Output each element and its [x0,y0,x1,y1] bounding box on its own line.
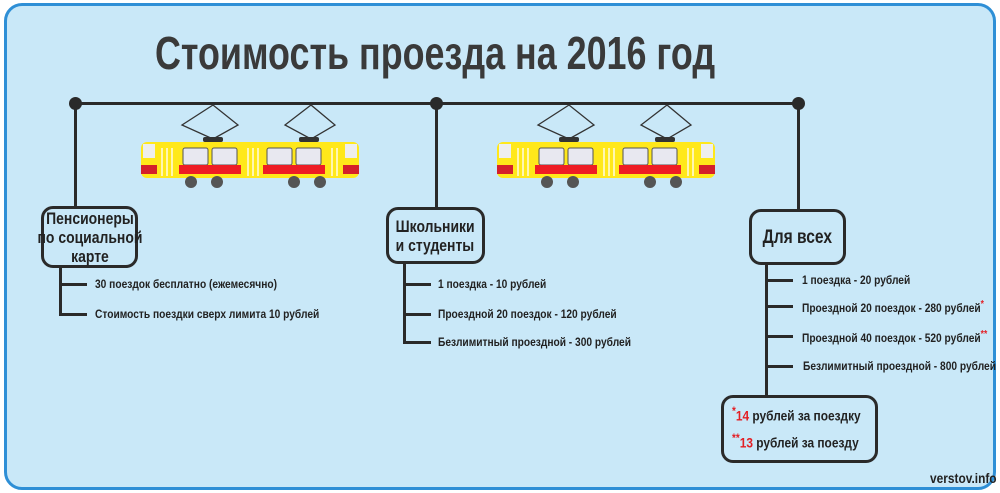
list-item: Проездной 20 поездок - 120 рублей [438,307,617,321]
list-item: Стоимость поездки сверх лимита 10 рублей [95,307,320,321]
branch-line [765,263,768,397]
list-item: Проездной 40 поездок - 520 рублей** [802,329,988,345]
list-item: Безлимитный проездной - 300 рублей [438,335,632,349]
footnote-box [721,395,878,463]
list-item: Безлимитный проездной - 800 рублей [803,359,997,373]
branch-tick [765,305,793,308]
connector [74,103,77,208]
footnote: **13 рублей за поезду [732,432,859,451]
branch-tick [403,283,431,286]
tram-icon [497,104,715,188]
branch-tick [765,279,793,282]
connector [435,103,438,209]
group-box-everyone: Для всех [749,209,846,265]
list-item: Проездной 20 поездок - 280 рублей* [802,299,984,315]
connector [797,103,800,211]
tram-icon [141,104,359,188]
branch-tick [59,313,87,316]
branch-line [403,262,406,344]
list-item: 30 поездок бесплатно (ежемесячно) [95,277,277,291]
branch-tick [403,313,431,316]
branch-tick [765,365,793,368]
branch-tick [59,283,87,286]
page-title: Стоимость проезда на 2016 год [155,27,716,79]
branch-line [59,265,62,316]
footnote: *14 рублей за поездку [732,405,861,424]
branch-tick [403,341,431,344]
source-watermark: verstov.info [930,470,997,486]
list-item: 1 поездка - 10 рублей [438,277,547,291]
list-item: 1 поездка - 20 рублей [802,273,911,287]
branch-tick [765,335,793,338]
